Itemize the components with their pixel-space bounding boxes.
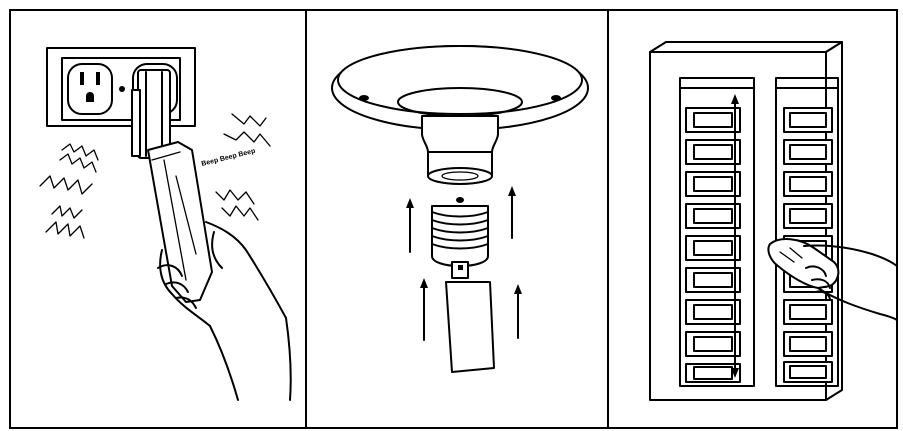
upward-arrows [406, 186, 522, 341]
outlet-tester-plug [131, 69, 171, 159]
outlet-tester-handheld [147, 141, 213, 303]
hand-with-locator [767, 238, 898, 321]
breaker-column-left [685, 107, 741, 383]
socket-tester-device [431, 197, 495, 373]
beep-sound-marks [39, 113, 271, 239]
wall-outlet [46, 47, 196, 127]
panel-outlet-tester: Beep Beep Beep [9, 9, 307, 429]
hand-holding-tester [157, 221, 292, 401]
ceiling-canopy [331, 45, 589, 131]
scan-direction-line [731, 94, 739, 378]
lamp-socket [421, 115, 499, 185]
panel-breaker-locator [607, 9, 898, 429]
panel-socket-tester [305, 9, 609, 429]
